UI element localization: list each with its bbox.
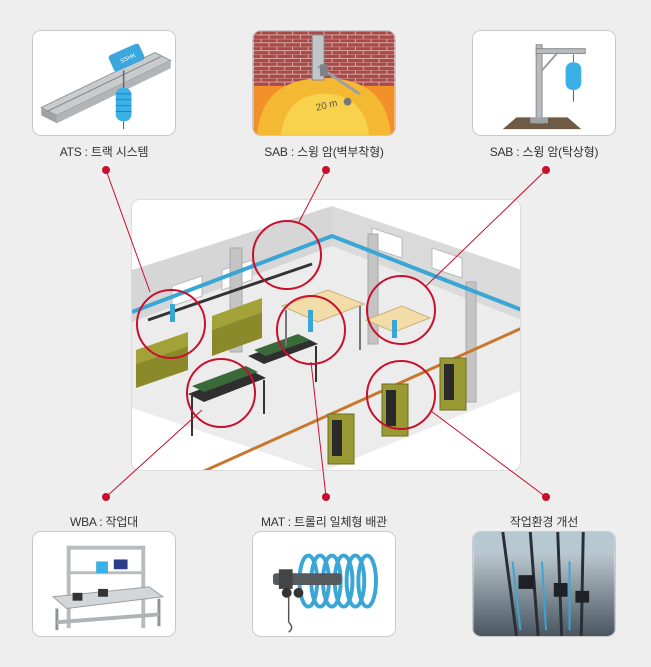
thumbnail-mat [252,531,396,637]
connector-dot [322,493,330,501]
caption-ats: ATS : 트랙 시스템 [59,145,149,159]
thumbnail-sab-wall: 20 m [252,30,396,136]
caption-sab-wall: SAB : 스윙 암(벽부착형) [264,145,384,159]
connector-dot [322,166,330,174]
thumbnail-ats: SSHK [32,30,176,136]
thumbnail-wba [32,531,176,637]
caption-mat: MAT : 트롤리 일체형 배관 [260,515,387,529]
caption-env: 작업환경 개선 [509,515,579,529]
thumbnail-sab-table [472,30,616,136]
floor-label: 20 m [315,98,339,114]
connector-dot [102,493,110,501]
caption-wba: WBA : 작업대 [70,515,138,529]
factory-overview-illustration [131,199,521,471]
connector-dot [542,166,550,174]
thumbnail-env [472,531,616,637]
caption-sab-table: SAB : 스윙 암(탁상형) [489,145,599,159]
connector-dot [542,493,550,501]
connector-dot [102,166,110,174]
